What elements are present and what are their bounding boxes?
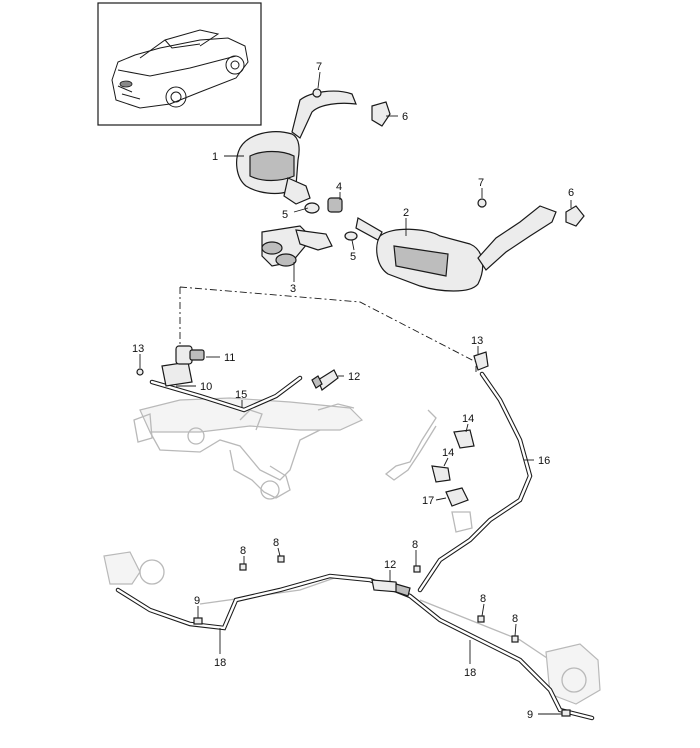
callout-8-e: 8	[512, 613, 518, 625]
clips-13-14-17	[384, 351, 489, 533]
callout-13-right: 13	[471, 335, 483, 347]
callout-4: 4	[336, 181, 342, 193]
callout-16: 16	[538, 455, 550, 467]
callout-8-a: 8	[240, 545, 246, 557]
callout-14-upper: 14	[462, 413, 474, 425]
valve-assembly-10-11	[136, 345, 205, 387]
callout-18-right: 18	[464, 667, 476, 679]
ghost-lower-assembly	[103, 551, 601, 705]
callout-12-upper: 12	[348, 371, 360, 383]
callout-7-lower: 7	[478, 177, 484, 189]
callout-9-left: 9	[194, 595, 200, 607]
clamp-parts	[304, 88, 585, 241]
callout-10: 10	[200, 381, 212, 393]
connector-12-lower	[371, 579, 411, 597]
callout-3: 3	[290, 283, 296, 295]
callout-13-left: 13	[132, 343, 144, 355]
callout-2: 2	[403, 207, 409, 219]
callout-11: 11	[224, 352, 235, 364]
leader-lines	[139, 71, 572, 715]
callout-labels: 1 2 3 4 5 5 6 6 7 7 10 11 12 13 13 14 14…	[132, 61, 574, 721]
callout-12-lower: 12	[384, 559, 396, 571]
callout-1: 1	[212, 151, 218, 163]
callout-8-d: 8	[480, 593, 486, 605]
callout-8-b: 8	[273, 537, 279, 549]
callout-17: 17	[422, 495, 434, 507]
callout-8-c: 8	[412, 539, 418, 551]
callout-7-upper: 7	[316, 61, 322, 73]
callout-18-left: 18	[214, 657, 226, 669]
callout-6-upper: 6	[402, 111, 408, 123]
callout-5-left: 5	[282, 209, 288, 221]
callout-5-right: 5	[350, 251, 356, 263]
callout-15: 15	[235, 389, 247, 401]
clips-8-9	[193, 555, 571, 717]
rear-muffler-left	[236, 90, 357, 267]
callout-6-lower: 6	[568, 187, 574, 199]
callout-14-lower: 14	[442, 447, 454, 459]
routing-dashline	[179, 286, 477, 372]
callout-9-right: 9	[527, 709, 533, 721]
engine-ghost-outline	[133, 397, 364, 500]
vacuum-line-18	[115, 573, 595, 721]
connector-12-upper	[311, 369, 339, 391]
rear-muffler-right	[355, 205, 557, 292]
vehicle-thumbnail	[97, 2, 262, 126]
